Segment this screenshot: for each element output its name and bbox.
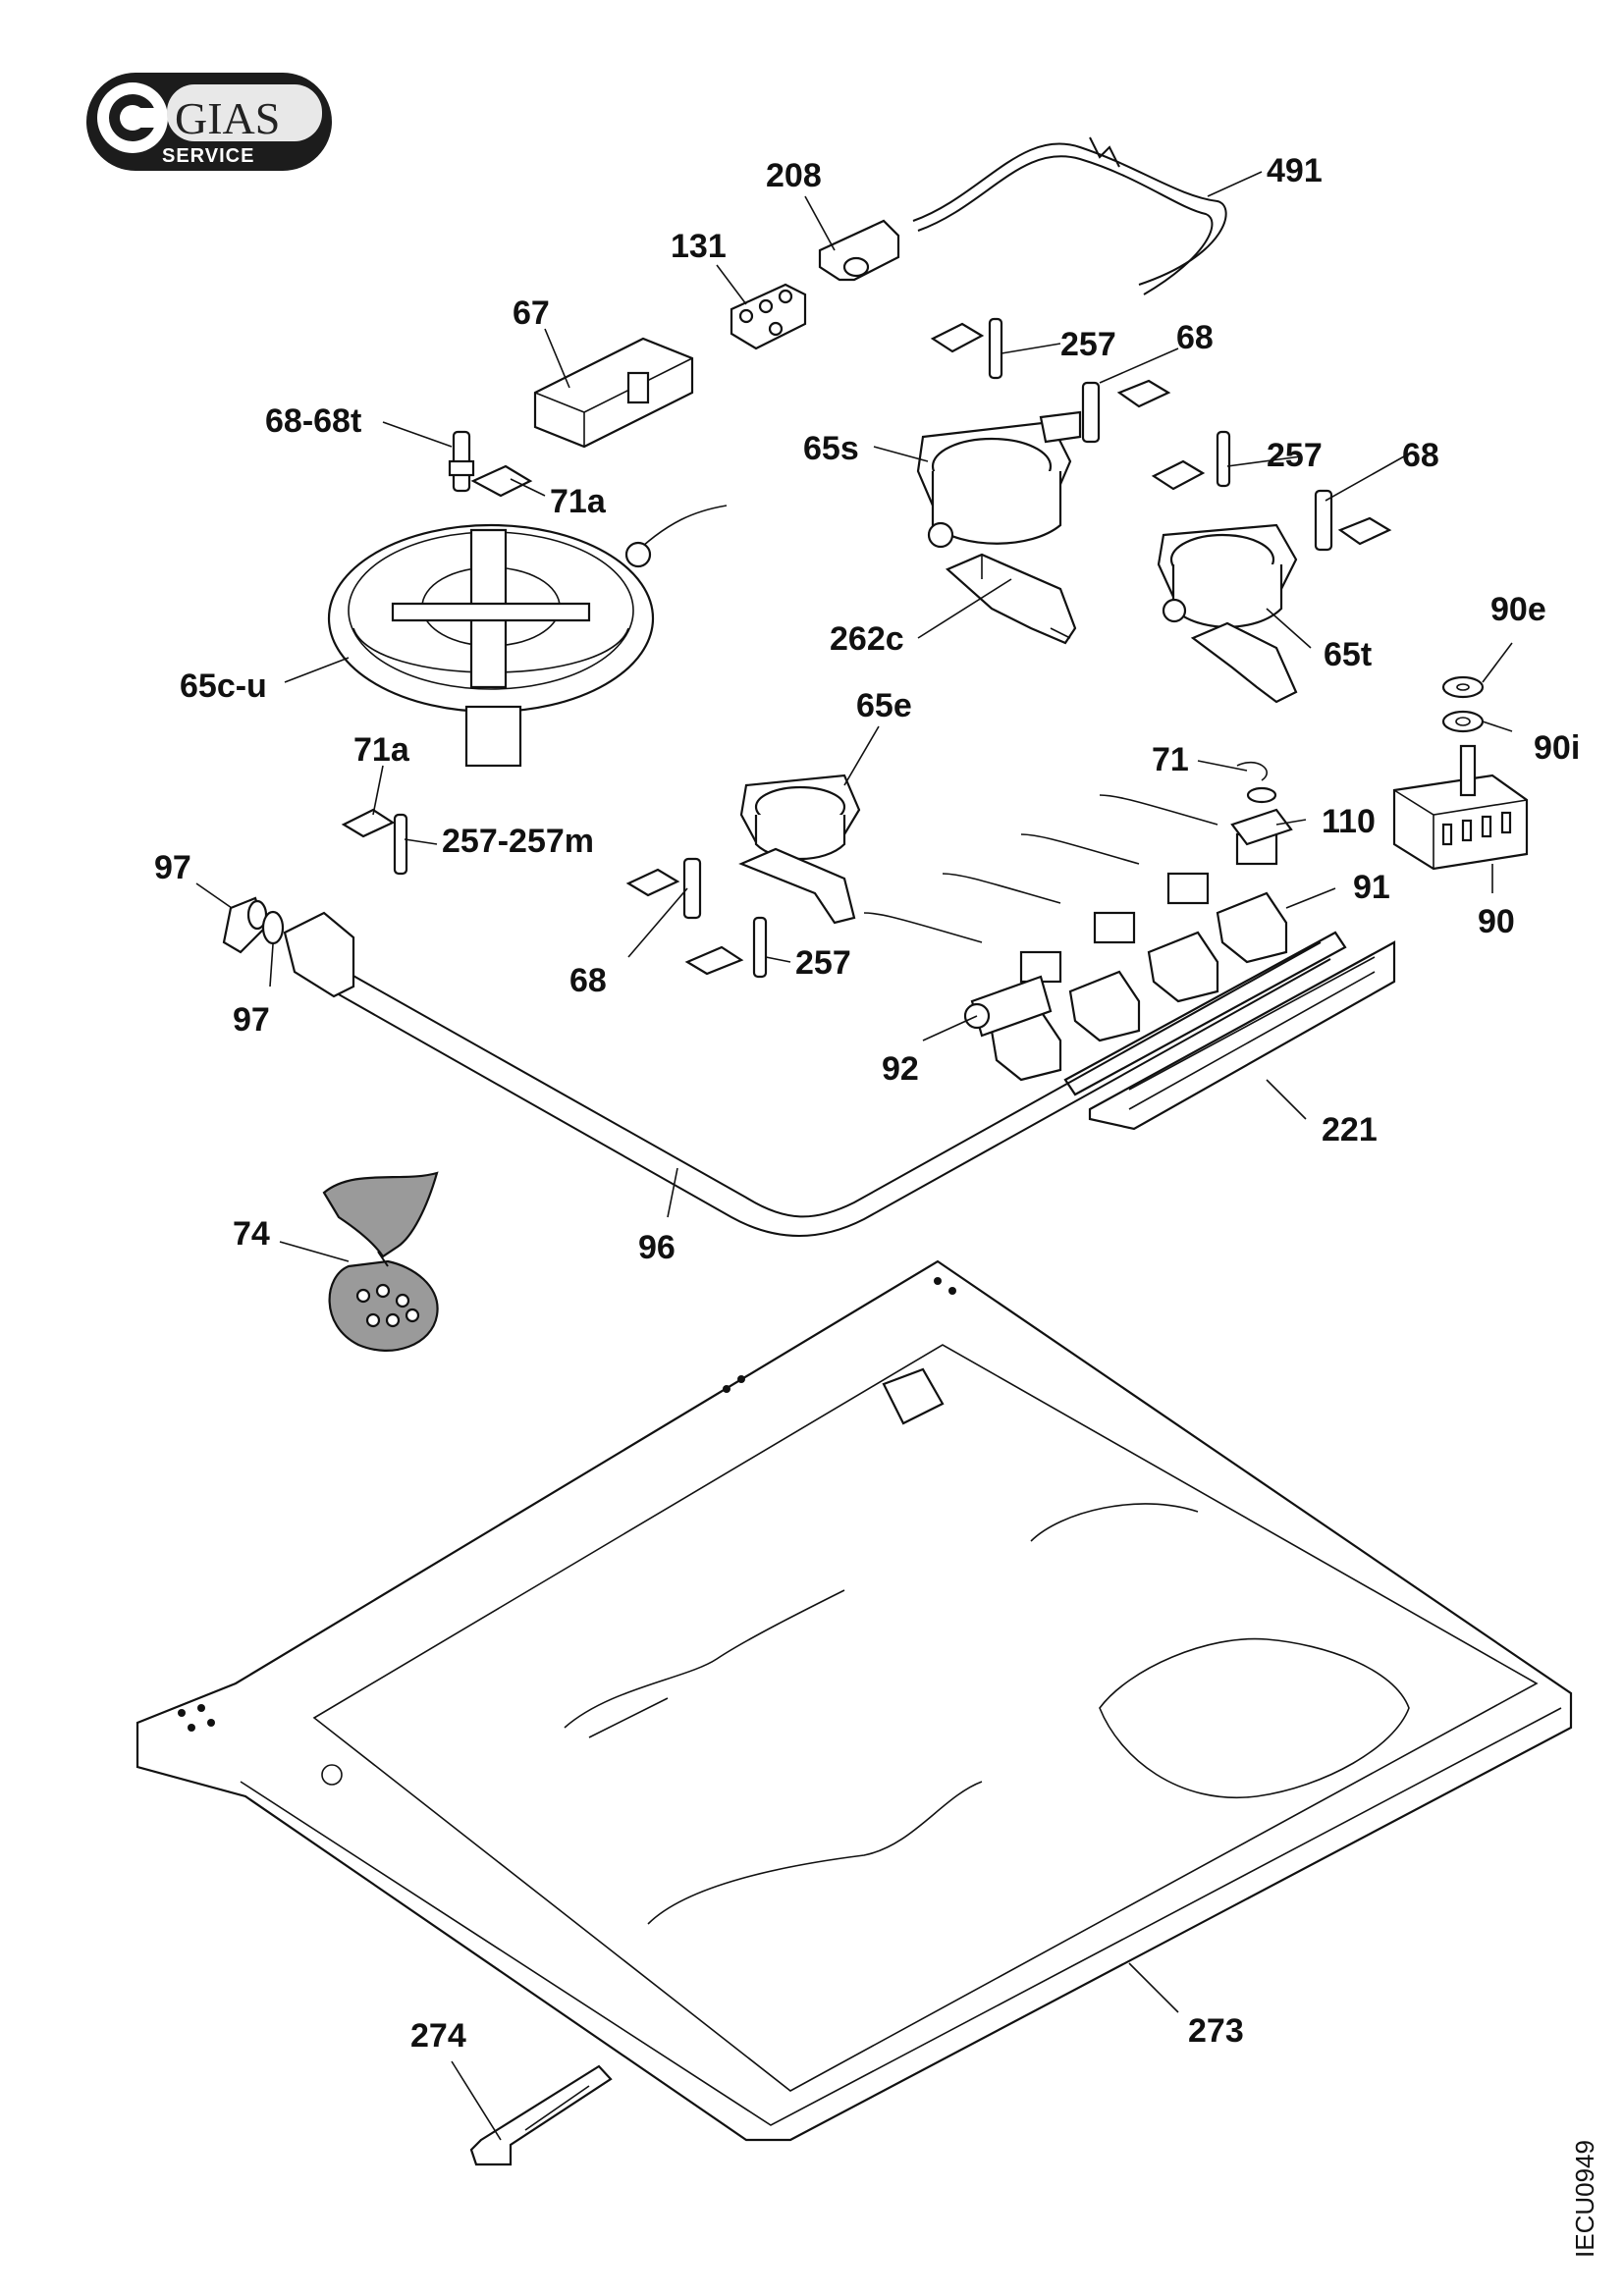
wire-491	[912, 136, 1227, 295]
energy-regulator-90	[1392, 744, 1529, 871]
label-67: 67	[513, 294, 550, 332]
label-97-b: 97	[233, 1001, 270, 1039]
label-208: 208	[766, 157, 822, 194]
label-257-b: 257	[1267, 437, 1323, 474]
burner-65t	[1157, 523, 1298, 704]
burner-65c-u	[327, 505, 728, 768]
label-110: 110	[1322, 803, 1376, 840]
callout-labels: 208 491 131 67 257 68 68-68t 71a 65s 257…	[154, 152, 1580, 2055]
label-68-68t: 68-68t	[265, 402, 361, 440]
label-221: 221	[1322, 1111, 1378, 1148]
spark-plug-68a	[1081, 379, 1171, 444]
support-bar-221	[1063, 931, 1396, 1131]
label-274: 274	[410, 2017, 466, 2055]
label-65t: 65t	[1324, 636, 1372, 673]
label-90: 90	[1478, 903, 1515, 940]
terminal-block-131	[730, 283, 807, 350]
burner-65e	[738, 774, 861, 925]
washer-90i	[1441, 710, 1485, 733]
label-90e: 90e	[1490, 591, 1546, 628]
clip-71	[1236, 761, 1277, 804]
label-97-a: 97	[154, 849, 191, 886]
label-257-257m: 257-257m	[442, 823, 594, 860]
valve-assembly-91	[863, 794, 1288, 1082]
bracket-110	[1230, 808, 1293, 846]
leader-lines	[195, 171, 1513, 2141]
label-91: 91	[1353, 869, 1390, 906]
clip-71a-top	[470, 464, 533, 498]
clip-257c	[684, 916, 768, 979]
spark-plug-68c	[625, 857, 702, 920]
label-74: 74	[233, 1215, 270, 1253]
connector-208	[818, 219, 900, 282]
label-68-b: 68	[1402, 437, 1439, 474]
bracket-262c	[945, 553, 1077, 645]
clip-274	[469, 2064, 613, 2166]
spark-plug-68-68t	[448, 430, 475, 493]
ignition-module-67	[533, 337, 694, 449]
label-92: 92	[882, 1050, 919, 1088]
logo-brand: GIAS	[175, 93, 280, 143]
drawing-code: IECU0949	[1570, 2140, 1599, 2258]
injector-bag-74	[322, 1171, 439, 1352]
label-68-c: 68	[569, 962, 607, 999]
logo-sub: SERVICE	[162, 145, 254, 167]
label-257-c: 257	[795, 944, 851, 982]
clip-257-257m	[393, 813, 408, 876]
label-90i: 90i	[1534, 729, 1580, 767]
clip-257a	[930, 317, 1003, 380]
spark-plug-68b	[1314, 489, 1392, 552]
label-71a-top: 71a	[550, 483, 607, 520]
gas-pipe-96	[283, 911, 1331, 1237]
label-96: 96	[638, 1229, 676, 1266]
gias-service-logo: GIAS SERVICE	[86, 73, 332, 171]
label-65e: 65e	[856, 687, 912, 724]
bottom-tray-273	[135, 1259, 1573, 2142]
label-68-a: 68	[1176, 319, 1214, 356]
label-71a-low: 71a	[353, 731, 410, 769]
clip-257b	[1151, 430, 1231, 491]
clip-71a-low	[341, 808, 396, 838]
label-257-a: 257	[1060, 326, 1116, 363]
washer-90e	[1441, 675, 1485, 699]
label-491: 491	[1267, 152, 1323, 189]
label-273: 273	[1188, 2012, 1244, 2050]
seal-97	[261, 910, 285, 945]
label-65s: 65s	[803, 430, 859, 467]
label-262c: 262c	[830, 620, 904, 658]
label-71: 71	[1152, 741, 1189, 778]
label-131: 131	[671, 228, 727, 265]
label-65c-u: 65c-u	[180, 667, 267, 705]
burner-65s	[916, 410, 1082, 549]
